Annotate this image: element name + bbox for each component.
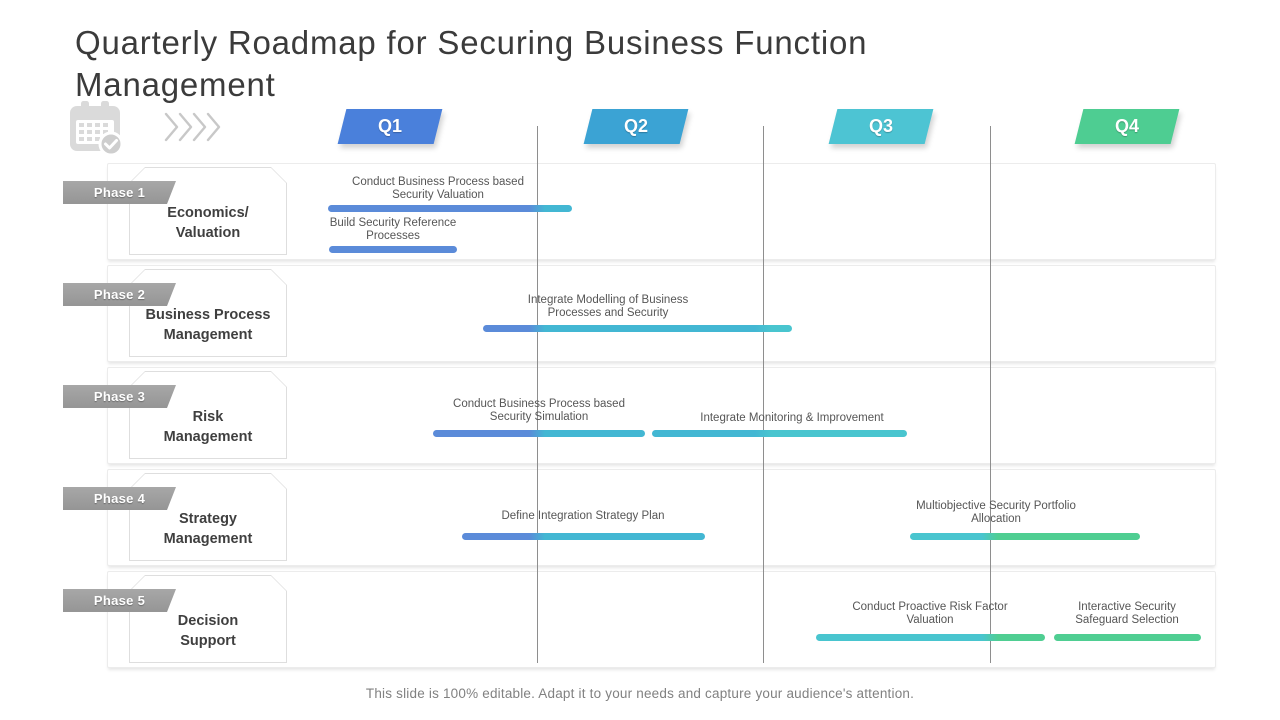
quarter-chip-label: Q1: [377, 116, 402, 136]
phase-name: Business Process Management: [145, 307, 271, 343]
task-label: Integrate Modelling of Business Processe…: [527, 294, 689, 319]
task-bar: [1054, 634, 1201, 641]
task-bar: [816, 634, 1045, 641]
task-bar: [483, 325, 792, 332]
calendar-check-icon: [70, 101, 124, 157]
phase-row: [107, 469, 1216, 566]
phase-row: [107, 163, 1216, 260]
phase-name: Decision Support: [177, 613, 239, 649]
phase-row: [107, 571, 1216, 668]
phase-card: Decision Support: [129, 575, 287, 663]
task-label: Conduct Business Process based Security …: [453, 398, 625, 423]
task-bar: [462, 533, 705, 540]
phase-card: Business Process Management: [129, 269, 287, 357]
task-label: Conduct Business Process based Security …: [352, 176, 524, 201]
page-title: Quarterly Roadmap for Securing Business …: [75, 24, 868, 104]
quarter-gridline: [537, 126, 538, 663]
quarter-chip-label: Q4: [1114, 116, 1139, 136]
phase-ribbon: Phase 5: [63, 589, 176, 612]
quarter-gridline: [763, 126, 764, 663]
quarter-chip: Q3: [828, 109, 934, 144]
phase-ribbon: Phase 4: [63, 487, 176, 510]
task-label: Build Security Reference Processes: [329, 217, 457, 242]
quarter-chip: Q4: [1074, 109, 1180, 144]
phase-card: Strategy Management: [129, 473, 287, 561]
task-bar: [652, 430, 907, 437]
phase-row: [107, 265, 1216, 362]
task-label: Integrate Monitoring & Improvement: [700, 412, 884, 424]
phase-ribbon: Phase 1: [63, 181, 176, 204]
task-bar: [329, 246, 457, 253]
task-label: Conduct Proactive Risk Factor Valuation: [852, 601, 1008, 626]
phase-name: Economics/ Valuation: [167, 205, 249, 241]
quarter-chip: Q1: [337, 109, 443, 144]
quarter-chip-label: Q2: [623, 116, 648, 136]
task-label: Interactive Security Safeguard Selection: [1075, 601, 1179, 626]
phase-name: Risk Management: [163, 409, 253, 445]
task-bar: [433, 430, 645, 437]
phase-card-face: Business Process Management: [130, 270, 286, 356]
quarter-gridline: [990, 126, 991, 663]
task-bar: [910, 533, 1140, 540]
phase-ribbon: Phase 3: [63, 385, 176, 408]
task-bar: [328, 205, 572, 212]
forward-chevrons-icon: [164, 112, 221, 142]
phase-card-face: Strategy Management: [130, 474, 286, 560]
phase-ribbon: Phase 2: [63, 283, 176, 306]
quarter-chip-label: Q3: [868, 116, 893, 136]
task-label: Multiobjective Security Portfolio Alloca…: [916, 500, 1076, 525]
phase-card-face: Risk Management: [130, 372, 286, 458]
task-label: Define Integration Strategy Plan: [501, 510, 665, 522]
phase-card-face: Decision Support: [130, 576, 286, 662]
footer-note: This slide is 100% editable. Adapt it to…: [365, 686, 915, 701]
phase-card: Risk Management: [129, 371, 287, 459]
phase-name: Strategy Management: [163, 511, 253, 547]
phase-row: [107, 367, 1216, 464]
quarter-chip: Q2: [583, 109, 689, 144]
